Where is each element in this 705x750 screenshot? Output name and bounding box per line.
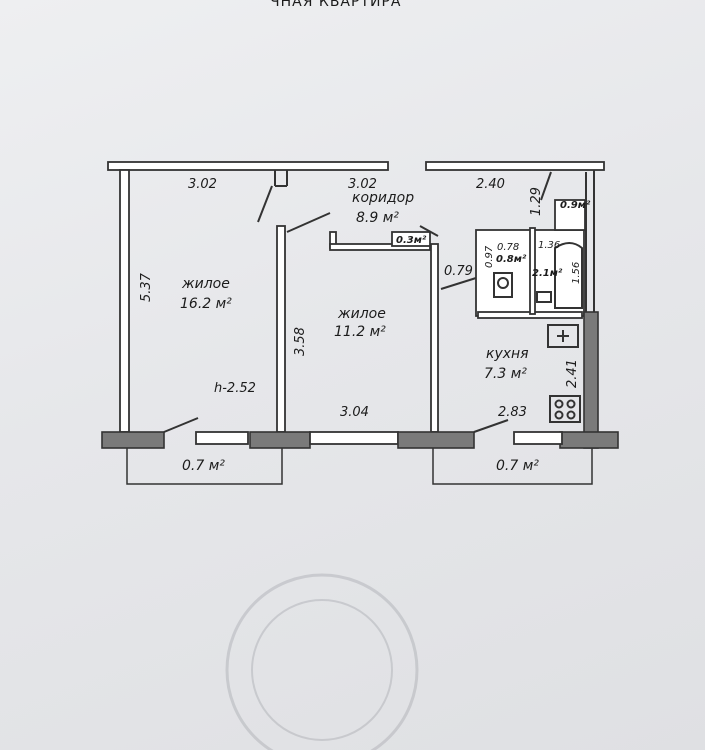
- left-wall: [119, 169, 130, 433]
- dim-corridor-depth: 0.79: [444, 264, 473, 279]
- top-wall-left: [107, 161, 389, 171]
- dim-bottom-mid: 3.04: [340, 405, 369, 420]
- room-toilet-area: 0.8м²: [496, 254, 527, 265]
- room-corridor-name: коридор: [352, 190, 414, 206]
- dim-bath-depth: 1.56: [571, 262, 582, 284]
- room-storage-area: 0.9м²: [560, 200, 591, 211]
- dim-kitchen-height: 2.41: [565, 359, 580, 388]
- dim-storage-height: 1.29: [529, 187, 544, 216]
- dim-top-left: 3.02: [188, 177, 217, 192]
- room-living2-name: жилое: [337, 306, 386, 322]
- dim-left-height: 5.37: [139, 272, 154, 302]
- plan-heading: ЧНАЯ КВАРТИРА: [270, 0, 402, 10]
- balcony-right: [432, 448, 593, 485]
- room-bath-area: 2.1м²: [532, 268, 563, 279]
- dim-toilet-width: 0.78: [497, 242, 519, 253]
- closet: [391, 231, 431, 247]
- room-living1-height: h-2.52: [214, 381, 256, 396]
- balcony-left: [126, 448, 283, 485]
- bathroom-block: [475, 170, 595, 319]
- bottom-wall: [101, 417, 563, 449]
- room-living1-name: жилое: [181, 276, 230, 292]
- room-kitchen-area: 7.3 м²: [484, 366, 527, 382]
- room-closet-area: 0.3м²: [396, 235, 427, 246]
- room-corridor-area: 8.9 м²: [356, 210, 399, 226]
- dim-mid-height: 3.58: [293, 327, 308, 356]
- room-living2-area: 11.2 м²: [334, 324, 386, 340]
- dim-top-right: 2.40: [476, 177, 505, 192]
- balcony-left-area: 0.7 м²: [182, 458, 225, 474]
- partition-living: [257, 170, 331, 433]
- balcony-right-area: 0.7 м²: [496, 458, 539, 474]
- dim-bottom-right: 2.83: [498, 405, 527, 420]
- dim-bath-width: 1.36: [538, 240, 560, 251]
- top-wall-right: [425, 161, 605, 171]
- faded-stamp: [225, 573, 419, 750]
- dim-top-mid: 3.02: [348, 177, 377, 192]
- dim-toilet-depth: 0.97: [484, 245, 495, 268]
- room-living1-area: 16.2 м²: [180, 296, 232, 312]
- room-kitchen-name: кухня: [486, 346, 529, 362]
- kitchen-wall: [547, 311, 619, 449]
